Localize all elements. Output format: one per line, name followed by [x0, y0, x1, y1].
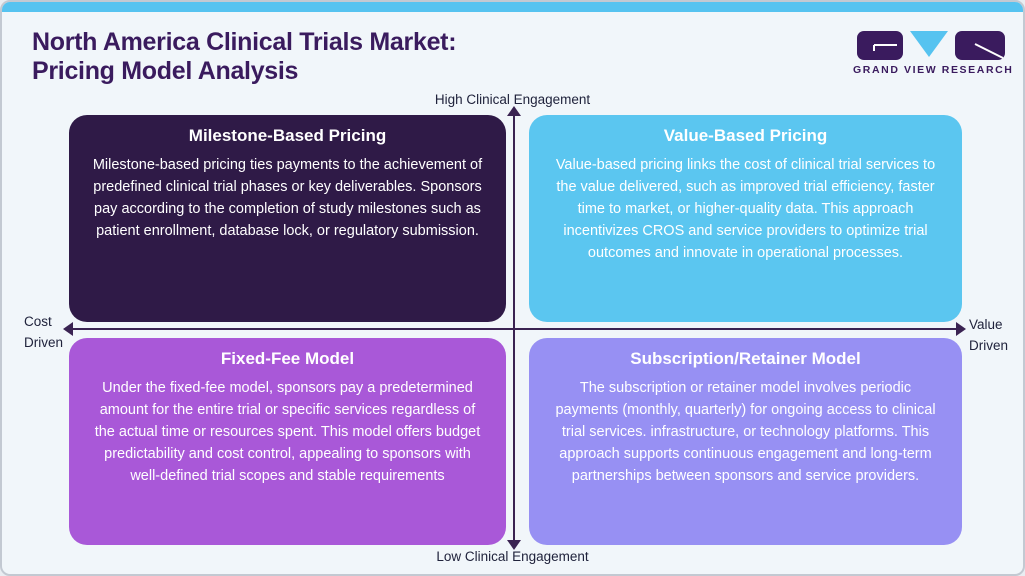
- page-title-line2: Pricing Model Analysis: [32, 57, 299, 85]
- axis-label-low-engagement: Low Clinical Engagement: [436, 549, 589, 564]
- quadrant-title: Value-Based Pricing: [663, 126, 828, 145]
- quadrant-body: Milestone-based pricing ties payments to…: [92, 157, 483, 239]
- quadrant-title: Fixed-Fee Model: [220, 349, 355, 368]
- axis-label-cost-driven: Cost Driven: [24, 314, 64, 350]
- quadrant-value-based-pricing: Value-Based Pricing Value-based pricing …: [529, 115, 962, 322]
- axis-arrow-up-icon: [507, 106, 521, 116]
- axis-label-value-driven: Value Driven: [969, 317, 1009, 353]
- quadrant-subscription-retainer-model: Subscription/Retainer Model The subscrip…: [529, 338, 962, 545]
- gvr-logo-v-triangle: [910, 31, 948, 57]
- horizontal-axis-line: [71, 328, 957, 330]
- vertical-axis-line: [513, 114, 515, 541]
- axis-arrow-left-icon: [63, 322, 73, 336]
- gvr-logo-mark: [857, 31, 1005, 60]
- quadrant-body: The subscription or retainer model invol…: [555, 380, 936, 484]
- axis-arrow-down-icon: [507, 540, 521, 550]
- page-title: North America Clinical Trials Market: Pr…: [32, 28, 457, 86]
- page-title-line1: North America Clinical Trials Market:: [32, 28, 457, 56]
- grand-view-research-logo: GRAND VIEW RESEARCH: [853, 29, 1014, 76]
- quadrant-body: Value-based pricing links the cost of cl…: [555, 157, 936, 261]
- axis-label-high-engagement: High Clinical Engagement: [434, 92, 591, 107]
- quadrant-title: Subscription/Retainer Model: [630, 349, 861, 368]
- quadrant-title: Milestone-Based Pricing: [188, 126, 387, 145]
- axis-arrow-right-icon: [956, 322, 966, 336]
- quadrant-fixed-fee-model: Fixed-Fee Model Under the fixed-fee mode…: [69, 338, 506, 545]
- top-accent-bar: [2, 2, 1023, 12]
- quadrant-body: Under the fixed-fee model, sponsors pay …: [94, 380, 481, 484]
- gvr-logo-r-stroke: [974, 43, 1004, 59]
- gvr-logo-g-stroke: [873, 44, 897, 51]
- quadrant-milestone-based-pricing: Milestone-Based Pricing Milestone-based …: [69, 115, 506, 322]
- gvr-logo-text: GRAND VIEW RESEARCH: [853, 64, 1014, 76]
